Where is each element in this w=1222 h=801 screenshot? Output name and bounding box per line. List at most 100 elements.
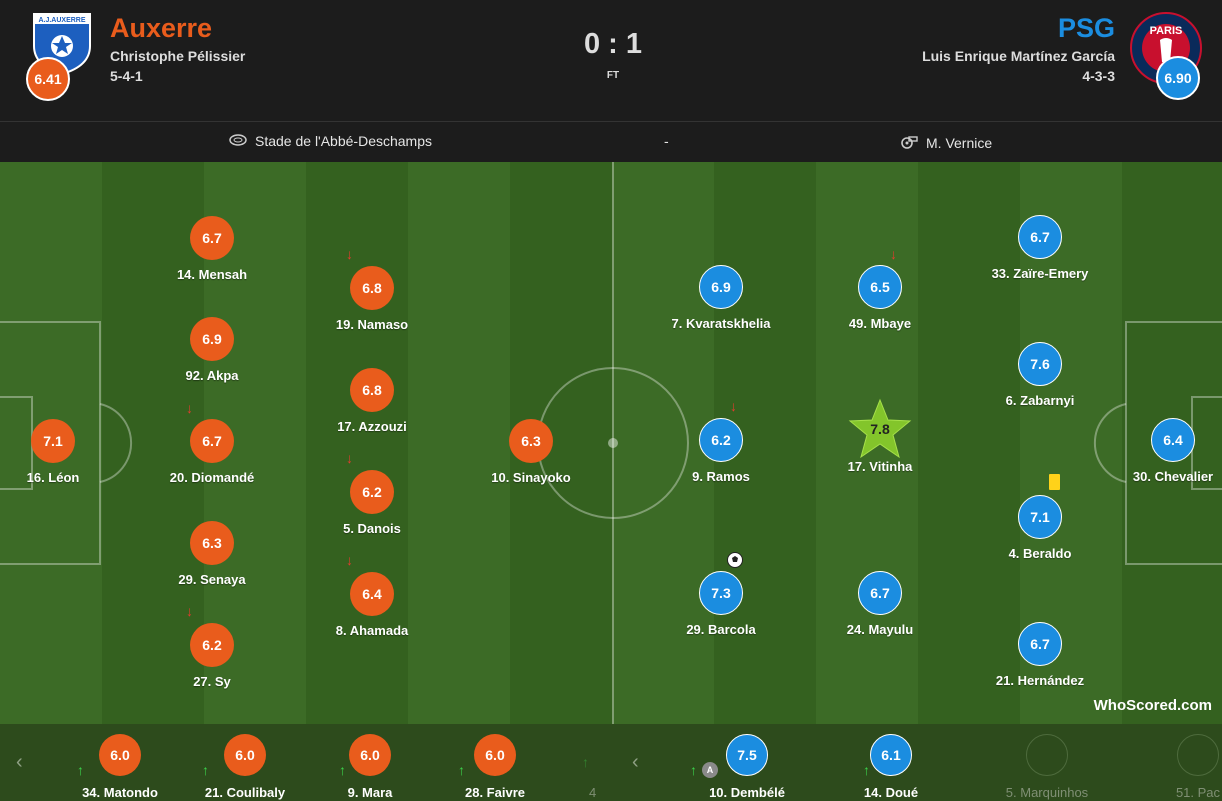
player-name: 14. Doué: [863, 785, 919, 800]
player-leon[interactable]: 7.1 16. Léon: [0, 419, 133, 485]
home-formation: 5-4-1: [110, 68, 143, 84]
red-down-arrow-icon: ↓: [186, 400, 193, 416]
player-name: 17. Vitinha: [847, 459, 913, 474]
sub-doue[interactable]: 6.1 14. Doué: [821, 734, 961, 800]
red-down-arrow-icon: ↓: [346, 246, 353, 262]
player-kvaratskhelia[interactable]: 6.9 7. Kvaratskhelia: [641, 265, 801, 331]
player-akpa[interactable]: 6.9 92. Akpa: [132, 317, 292, 383]
red-down-arrow-icon: ↓: [890, 246, 897, 262]
stadium-icon: [229, 133, 247, 149]
player-name: 51. Pac: [1175, 785, 1221, 800]
player-name: 49. Mbaye: [848, 316, 912, 331]
player-name: 17. Azzouzi: [337, 419, 407, 434]
match-score: 0 : 1: [583, 28, 643, 60]
red-down-arrow-icon: ↓: [346, 552, 353, 568]
player-rating: 6.9: [190, 317, 234, 361]
player-danois[interactable]: 6.2 5. Danois: [292, 470, 452, 536]
player-name: 29. Barcola: [686, 622, 756, 637]
player-rating: 7.5: [726, 734, 768, 776]
player-rating: 6.7: [190, 419, 234, 463]
player-name: 4. Beraldo: [1008, 546, 1072, 561]
player-zabarnyi[interactable]: 7.6 6. Zabarnyi: [960, 342, 1120, 408]
home-coach: Christophe Pélissier: [110, 48, 246, 64]
red-down-arrow-icon: ↓: [346, 450, 353, 466]
player-rating: 6.4: [1151, 418, 1195, 462]
prev-away-subs-chevron-icon[interactable]: ‹: [632, 751, 639, 773]
player-barcola[interactable]: 7.3 29. Barcola: [641, 571, 801, 637]
player-rating: 6.7: [1018, 622, 1062, 666]
match-header: A.J.AUXERRE 6.41 Auxerre Christophe Péli…: [0, 0, 1222, 122]
green-up-arrow-icon: ↑: [202, 762, 209, 778]
crest-text: PARIS: [1150, 25, 1183, 37]
player-namaso[interactable]: 6.8 19. Namaso: [292, 266, 452, 332]
green-up-arrow-icon: ↑: [339, 762, 346, 778]
player-rating: 6.0: [474, 734, 516, 776]
player-name: 29. Senaya: [178, 572, 246, 587]
player-name: 33. Zaïre-Emery: [991, 266, 1089, 281]
green-up-arrow-icon: ↑: [458, 762, 465, 778]
player-rating: 6.7: [190, 216, 234, 260]
player-rating: 6.2: [190, 623, 234, 667]
sub-coulibaly[interactable]: 6.0 21. Coulibaly: [175, 734, 315, 800]
player-name: 27. Sy: [193, 674, 231, 689]
player-sinayoko[interactable]: 6.3 10. Sinayoko: [451, 419, 611, 485]
player-name: 21. Coulibaly: [204, 785, 286, 800]
player-chevalier[interactable]: 6.4 30. Chevalier: [1093, 418, 1222, 484]
green-up-arrow-icon: ↑: [863, 762, 870, 778]
player-sy[interactable]: 6.2 27. Sy: [132, 623, 292, 689]
match-info-bar: Stade de l'Abbé-Deschamps - M. Vernice: [0, 122, 1222, 162]
sub-dembele[interactable]: 7.5 10. Dembélé: [677, 734, 817, 800]
stadium-info: Stade de l'Abbé-Deschamps: [229, 133, 432, 149]
player-name: 20. Diomandé: [169, 470, 255, 485]
player-rating: 7.1: [1018, 495, 1062, 539]
away-formation: 4-3-3: [1082, 68, 1115, 84]
away-team-rating: 6.90: [1156, 56, 1200, 100]
whistle-icon: [900, 133, 918, 152]
referee-name: M. Vernice: [926, 134, 993, 151]
yellow-card-icon: [1049, 474, 1060, 490]
player-diomande[interactable]: 6.7 20. Diomandé: [132, 419, 292, 485]
green-up-arrow-icon: ↑: [690, 762, 697, 778]
player-name: 28. Faivre: [465, 785, 525, 800]
away-team-name[interactable]: PSG: [1057, 13, 1115, 43]
player-senaya[interactable]: 6.3 29. Senaya: [132, 521, 292, 587]
player-rating: 6.4: [350, 572, 394, 616]
sub-matondo[interactable]: 6.0 34. Matondo: [50, 734, 190, 800]
player-name: 7. Kvaratskhelia: [671, 316, 771, 331]
prev-home-subs-chevron-icon[interactable]: ‹: [16, 751, 23, 773]
player-rating: 6.5: [858, 265, 902, 309]
referee-info: M. Vernice: [900, 133, 992, 152]
away-coach: Luis Enrique Martínez García: [922, 48, 1115, 64]
player-name: 92. Akpa: [185, 368, 239, 383]
sub-faivre[interactable]: 6.0 28. Faivre: [425, 734, 565, 800]
player-zaire-emery[interactable]: 6.7 33. Zaïre-Emery: [960, 215, 1120, 281]
player-vitinha[interactable]: 7.8 17. Vitinha: [800, 398, 960, 474]
player-name: 24. Mayulu: [846, 622, 914, 637]
player-name: 14. Mensah: [176, 267, 248, 282]
player-name: 10. Sinayoko: [491, 470, 571, 485]
player-azzouzi[interactable]: 6.8 17. Azzouzi: [292, 368, 452, 434]
player-hernandez[interactable]: 6.7 21. Hernández: [960, 622, 1120, 688]
red-down-arrow-icon: ↓: [186, 603, 193, 619]
player-rating: 7.8: [870, 421, 890, 437]
sub-mara[interactable]: 6.0 9. Mara: [300, 734, 440, 800]
player-rating: [1177, 734, 1219, 776]
player-mensah[interactable]: 6.7 14. Mensah: [132, 216, 292, 282]
match-status: FT: [606, 70, 620, 81]
player-name: 6. Zabarnyi: [1005, 393, 1075, 408]
player-rating: 7.6: [1018, 342, 1062, 386]
sub-pac[interactable]: 51. Pac: [1128, 734, 1222, 800]
player-mayulu[interactable]: 6.7 24. Mayulu: [800, 571, 960, 637]
whoscored-logo[interactable]: WhoScored.com: [1093, 697, 1212, 714]
red-down-arrow-icon: ↓: [730, 398, 737, 414]
player-rating: 6.8: [350, 368, 394, 412]
player-beraldo[interactable]: 7.1 4. Beraldo: [960, 495, 1120, 561]
player-mbaye[interactable]: 6.5 49. Mbaye: [800, 265, 960, 331]
player-rating: 6.0: [99, 734, 141, 776]
crest-text: A.J.AUXERRE: [38, 17, 85, 24]
sub-marquinhos[interactable]: 5. Marquinhos: [977, 734, 1117, 800]
player-ahamada[interactable]: 6.4 8. Ahamada: [292, 572, 452, 638]
home-team-name[interactable]: Auxerre: [110, 13, 213, 43]
player-rating: 6.0: [349, 734, 391, 776]
player-ramos[interactable]: 6.2 9. Ramos: [641, 418, 801, 484]
